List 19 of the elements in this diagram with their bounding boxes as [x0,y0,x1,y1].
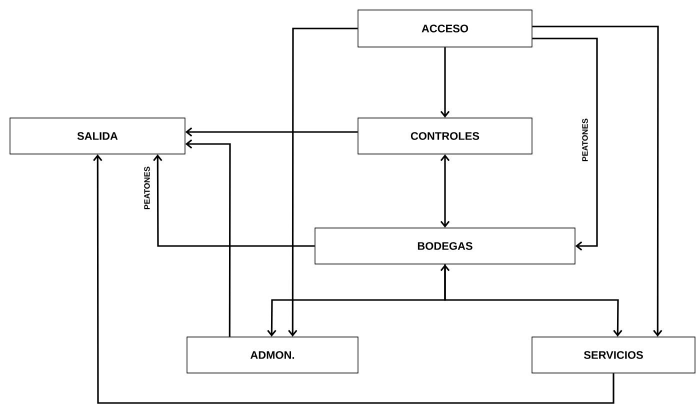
arrow [185,127,358,137]
arrow [532,38,598,251]
arrow [444,264,622,337]
arrow [288,28,358,337]
arrow [153,154,315,247]
process-box: BODEGAS [314,228,576,264]
process-box: ADMON. [186,336,358,374]
edge-label: PEATONES [581,117,589,163]
arrow [267,264,450,337]
arrow [185,139,231,337]
edge-label: PEATONES [143,165,151,211]
arrow [532,26,662,337]
arrow [93,154,614,404]
process-box: SERVICIOS [532,336,696,374]
arrow [440,47,450,118]
process-box: ACCESO [358,10,532,48]
process-box: SALIDA [10,118,186,154]
process-box: CONTROLES [358,118,532,154]
arrow [440,154,450,228]
